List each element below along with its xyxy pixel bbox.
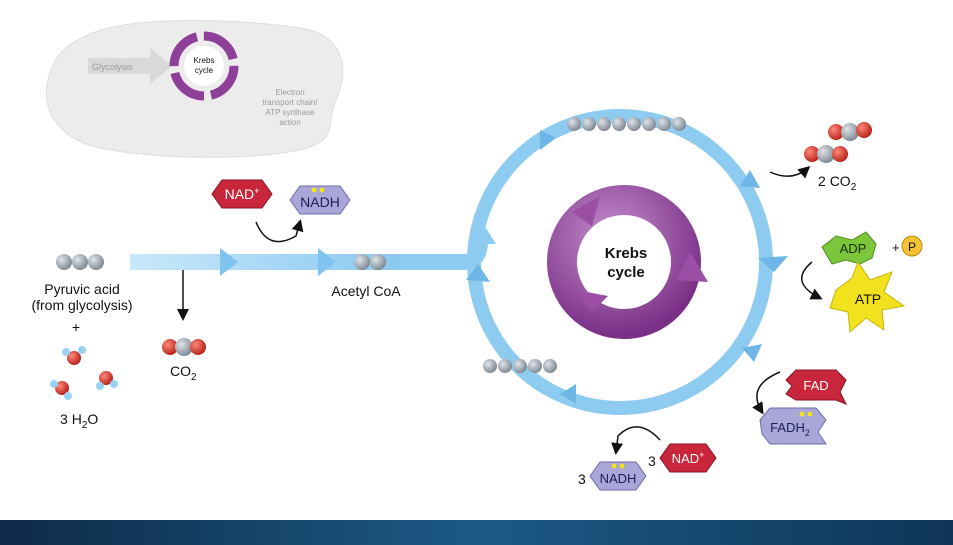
- krebs-center-label-1: Krebs: [605, 245, 648, 262]
- nad-plus-hexagon: [211, 179, 273, 209]
- pyruvate-pathway: Pyruvic acid (from glycolysis) + 3 H2O C…: [31, 179, 496, 431]
- inset-etc-label-3: ATP synthase: [265, 108, 315, 117]
- four-carbon-molecule: [483, 359, 557, 373]
- cycle-nadh-hexagon: [589, 461, 647, 491]
- fad-label: FAD: [803, 378, 828, 393]
- fadh2-label: FADH2: [770, 420, 810, 438]
- inset-krebs-center: [184, 46, 224, 86]
- nad-reduction-arrow: [255, 219, 304, 243]
- acetyl-coa-molecule: [354, 254, 386, 270]
- water-label: 3 H2O: [60, 411, 98, 431]
- cycle-co2-label: 2 CO2: [818, 173, 857, 193]
- cycle-nad-plus-label: NAD+: [672, 450, 705, 466]
- cycle-nad-count: 3: [648, 453, 656, 469]
- inset-krebs-ring: [169, 31, 239, 101]
- cycle-nad-reduction-arrow: [611, 426, 661, 455]
- footer-band: [0, 520, 953, 545]
- inset-etc-label-1: Electron: [275, 88, 304, 97]
- nadh-hexagon: [289, 185, 351, 215]
- krebs-cycle: Krebs cycle 2 CO2 ADP + P ATP: [466, 109, 923, 491]
- purple-ring-arrowhead-2: [676, 252, 708, 282]
- acetyl-coa-label: Acetyl CoA: [331, 283, 401, 299]
- flow-arrowhead-1: [220, 248, 238, 276]
- cycle-nadh-label: NADH: [600, 471, 637, 486]
- cycle-nadh-count: 3: [578, 471, 586, 487]
- pyruvic-acid-label-1: Pyruvic acid: [44, 281, 119, 297]
- plus-sign: +: [72, 319, 80, 335]
- pyruvic-acid-label-2: (from glycolysis): [31, 297, 132, 313]
- inset-krebs-label-2: cycle: [195, 66, 214, 75]
- flow-arrowhead-2: [318, 248, 336, 276]
- cycle-arrowhead-right-upper: [740, 170, 760, 188]
- inset-glycolysis-label: Glycolysis: [92, 62, 133, 72]
- inset-etc-label-2: transport chain/: [262, 98, 318, 107]
- cycle-arrowhead-lower-right: [742, 344, 762, 362]
- inset-etc-label-4: action: [279, 118, 300, 127]
- atp-starburst: [829, 260, 906, 334]
- cycle-co2-arrow: [769, 166, 811, 179]
- co2-molecule: [162, 338, 206, 356]
- purple-ring-arrowhead-3: [576, 290, 608, 312]
- cycle-arrowhead-left: [466, 264, 490, 282]
- fad-reduction-arrow: [752, 371, 781, 415]
- inset-glycolysis-arrow: [88, 48, 172, 84]
- pyruvic-acid-molecule: [56, 254, 104, 270]
- krebs-purple-ring: [547, 185, 701, 339]
- atp-label: ATP: [855, 291, 881, 307]
- fadh2-hexagon: [759, 407, 827, 445]
- krebs-center-label-2: cycle: [607, 264, 645, 281]
- fad-hexagon: [785, 369, 848, 405]
- overview-inset: Glycolysis Krebs cycle Electron transpor…: [45, 20, 344, 158]
- phosphate-circle: [901, 235, 923, 257]
- six-carbon-molecule: [567, 117, 686, 131]
- main-flow-arrow-body: [130, 254, 450, 270]
- cycle-arrowhead-bottom: [560, 384, 576, 404]
- cycle-co2-molecules: [804, 122, 872, 163]
- inset-background: [45, 20, 344, 158]
- adp-to-atp-arrow: [801, 261, 823, 300]
- water-molecules: [50, 346, 118, 400]
- purple-ring-arrowhead-1: [572, 196, 600, 226]
- cycle-arrowhead-right: [758, 256, 788, 272]
- inset-krebs-label-1: Krebs: [194, 56, 215, 65]
- adp-starburst: [821, 231, 877, 265]
- adp-plus-sign: +: [892, 240, 900, 255]
- adp-label: ADP: [840, 241, 867, 256]
- nad-plus-label: NAD+: [225, 186, 260, 202]
- nadh-label: NADH: [300, 194, 340, 210]
- phosphate-label: P: [908, 240, 916, 254]
- cycle-arrowhead-top: [540, 130, 556, 150]
- cycle-nad-plus-hexagon: [659, 443, 717, 473]
- co2-label: CO2: [170, 363, 197, 383]
